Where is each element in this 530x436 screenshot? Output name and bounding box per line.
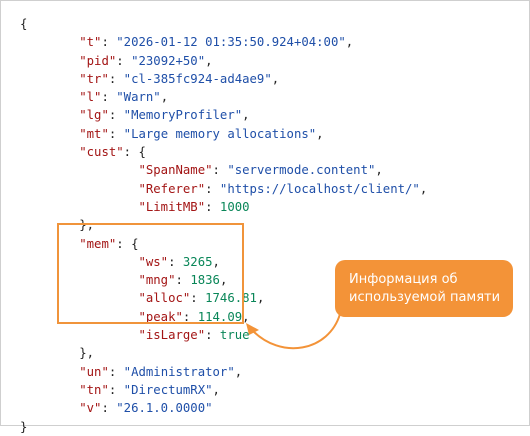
code-token-punc: , [345,35,354,50]
code-line: { [20,15,427,33]
code-token-punc: , [160,90,169,105]
code-token-punc: , [375,163,383,178]
code-token-key: "LimitMB" [138,199,206,214]
code-token-key: "lg" [79,108,109,123]
code-token-punc: , [256,291,265,306]
code-token-num: 114.09 [197,309,243,324]
code-token-key: "tn" [79,382,109,397]
code-token-punc: : { [116,236,139,251]
code-line: "cust": { [20,143,427,161]
code-line: "peak": 114.09, [20,308,427,326]
code-token-punc: , [212,254,220,269]
code-token-punc: , [219,273,228,288]
code-line: "mng": 1836, [20,271,427,289]
code-token-str: "26.1.0.0000" [116,401,213,416]
code-line: "ws": 3265, [20,253,427,271]
code-token-key: "l" [79,90,102,105]
code-token-key: "t" [79,35,102,50]
code-token-key: "Referer" [138,181,206,196]
code-line: "Referer": "https://localhost/client/", [20,180,427,198]
code-token-key: "pid" [79,53,117,68]
code-token-key: "ws" [138,254,169,269]
code-token-str: "servermode.content" [227,163,376,178]
code-token-key: "cust" [79,145,124,160]
code-token-punc: : [175,273,191,288]
code-token-punc: : [101,90,117,105]
json-code-block: { "t": "2026-01-12 01:35:50.924+04:00", … [20,15,427,436]
code-line: "l": "Warn", [20,88,427,106]
code-token-punc: : [108,364,124,379]
code-token-key: "mng" [138,273,176,288]
code-token-num: 1000 [219,199,250,214]
mem-highlight-box [57,223,244,324]
code-token-key: "un" [79,364,109,379]
code-token-str: "Large memory allocations" [123,126,317,141]
code-token-str: "https://localhost/client/" [219,181,420,196]
code-token-str: "23092+50" [131,53,206,68]
code-token-key: "peak" [138,309,183,324]
code-line: }, [20,216,427,234]
code-line: "pid": "23092+50", [20,52,427,70]
code-token-punc: , [242,309,250,324]
code-token-punc: : [205,328,220,343]
code-token-key: "v" [79,401,102,416]
code-token-punc: : [101,35,117,50]
code-line: "mem": { [20,235,427,253]
code-line: "isLarge": true [20,326,427,344]
code-line: "un": "Administrator", [20,363,427,381]
code-token-str: "2026-01-12 01:35:50.924+04:00" [116,35,346,50]
code-line: "mt": "Large memory allocations", [20,125,427,143]
code-token-punc: : [205,199,220,214]
code-token-punc: , [419,181,428,196]
code-token-punc: : { [123,145,146,160]
callout-line-2: используемой памяти [349,289,501,305]
code-token-punc: { [20,17,28,31]
code-token-str: "cl-385fc924-ad4ae9" [123,71,272,86]
code-token-punc: }, [79,218,95,233]
code-token-punc: : [108,108,124,123]
code-token-punc: : [116,53,132,68]
code-line: "tr": "cl-385fc924-ad4ae9", [20,70,427,88]
code-line: }, [20,344,427,362]
code-token-punc: : [108,126,124,141]
code-token-bool: true [219,328,250,343]
code-token-punc: }, [79,346,95,361]
code-line: "v": "26.1.0.0000" [20,399,427,417]
code-token-punc: , [205,53,213,68]
code-token-str: "Warn" [116,90,161,105]
code-token-punc: , [212,382,220,397]
code-token-punc: : [205,181,220,196]
code-token-punc: , [234,364,243,379]
code-token-punc: : [101,401,117,416]
code-token-punc: , [271,71,280,86]
memory-info-callout: Информация об используемой памяти [335,260,513,317]
code-token-punc: , [242,108,250,123]
code-token-str: "MemoryProfiler" [123,108,243,123]
code-token-key: "SpanName" [138,163,213,178]
code-line: "lg": "MemoryProfiler", [20,106,427,124]
code-token-num: 3265 [182,254,213,269]
code-token-punc: : [212,163,228,178]
code-token-num: 1836 [190,273,220,288]
code-line: "LimitMB": 1000 [20,198,427,216]
code-token-punc: : [190,291,206,306]
code-line: "SpanName": "servermode.content", [20,161,427,179]
code-token-key: "mem" [79,236,117,251]
code-token-punc: : [182,309,198,324]
code-token-punc: , [316,126,324,141]
code-token-key: "tr" [79,71,109,86]
code-token-key: "mt" [79,126,109,141]
code-line: "tn": "DirectumRX", [20,381,427,399]
callout-line-1: Информация об [349,271,458,287]
code-token-str: "DirectumRX" [123,382,213,397]
code-token-punc: : [168,254,183,269]
callout-arrow [246,313,341,350]
code-token-punc: : [108,71,124,86]
code-token-str: "Administrator" [123,364,235,379]
code-token-key: "alloc" [138,291,191,306]
code-line: "t": "2026-01-12 01:35:50.924+04:00", [20,33,427,51]
code-token-punc: : [108,382,124,397]
code-token-key: "isLarge" [138,328,206,343]
